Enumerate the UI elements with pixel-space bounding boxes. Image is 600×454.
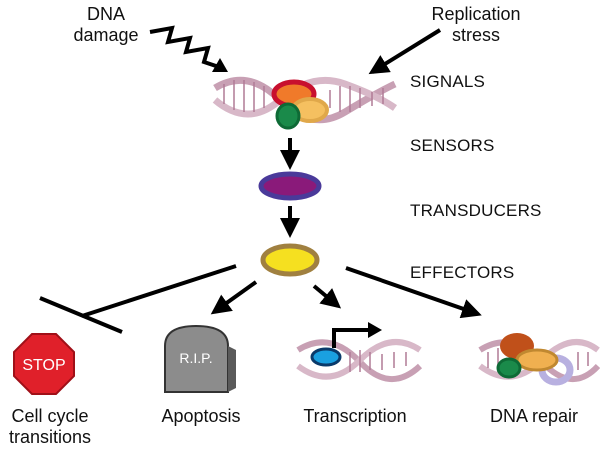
dna-helix-transcription [296, 339, 423, 383]
cell-cycle-label: Cell cycle transitions [0, 406, 100, 448]
zigzag-arrow-icon [149, 25, 228, 72]
tier-effectors: EFFECTORS [410, 263, 515, 282]
sensor-complex [271, 79, 329, 130]
dna-damage-label: DNA damage [64, 4, 148, 46]
effector-to-transcription-arrow [312, 284, 342, 309]
cell-cycle-line-2: transitions [8, 427, 92, 447]
effector-to-apoptosis-arrow [210, 280, 258, 315]
tier-transducers: TRANSDUCERS [410, 201, 542, 220]
repair-complex [496, 333, 574, 386]
effector-node [260, 243, 320, 277]
dna-damage-line-2: damage [73, 25, 139, 45]
dna-damage-line-1: DNA [86, 4, 125, 24]
replication-stress-line-1: Replication [431, 4, 521, 24]
tombstone-label: R.I.P. [179, 350, 212, 366]
dna-repair-label: DNA repair [489, 406, 579, 426]
transducer-node [258, 171, 322, 201]
replication-stress-arrow [368, 28, 442, 75]
tombstone-icon: R.I.P. [164, 324, 236, 393]
cell-cycle-line-1: Cell cycle [11, 406, 89, 426]
inhibition-line [39, 264, 237, 334]
tier-signals: SIGNALS [410, 72, 486, 91]
replication-stress-line-2: stress [451, 25, 500, 45]
transcription-label: Transcription [303, 406, 407, 426]
stop-sign-label: STOP [22, 357, 65, 374]
effector-to-repair-arrow [345, 266, 482, 319]
replication-stress-label: Replication stress [414, 4, 538, 46]
promoter-arrow-icon [332, 322, 382, 348]
tier-sensors: SENSORS [410, 136, 495, 155]
apoptosis-label: Apoptosis [161, 406, 241, 426]
stop-sign-icon: STOP [13, 333, 75, 395]
